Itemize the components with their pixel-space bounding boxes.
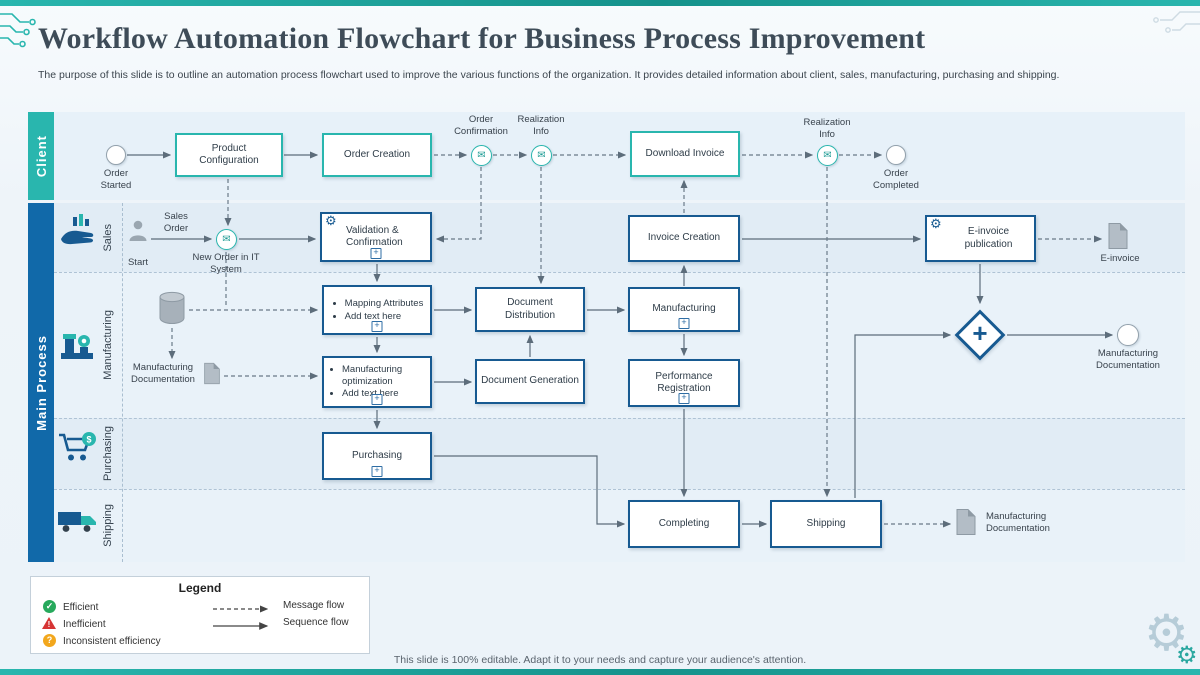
order-confirmation-label: Order Confirmation bbox=[454, 114, 508, 137]
sales-sublane-label: Sales bbox=[102, 223, 114, 252]
client-lane-bar: Client bbox=[28, 112, 54, 200]
new-order-label: New Order in IT System bbox=[192, 252, 260, 275]
plus-icon: + bbox=[370, 248, 382, 259]
slide-description: The purpose of this slide is to outline … bbox=[38, 69, 1060, 81]
order-creation-box: Order Creation bbox=[322, 133, 432, 177]
main-process-lane-label: Main Process bbox=[33, 334, 49, 431]
main-process-lane-bar: Main Process bbox=[28, 203, 54, 562]
inefficient-warning-icon: ! bbox=[42, 617, 56, 629]
documentation-file-icon bbox=[204, 362, 220, 385]
database-icon bbox=[159, 291, 185, 325]
plus-icon: + bbox=[371, 466, 383, 477]
sales-order-label: Sales Order bbox=[163, 211, 189, 234]
document-generation-box: Document Generation bbox=[475, 359, 585, 404]
lane-divider bbox=[54, 272, 1185, 273]
plus-icon: + bbox=[371, 321, 383, 332]
order-started-label: Order Started bbox=[100, 168, 132, 191]
invoice-creation-box: Invoice Creation bbox=[628, 215, 740, 262]
sequence-flow-label: Sequence flow bbox=[283, 617, 349, 628]
gear-decoration-small-icon: ⚙ bbox=[1176, 642, 1198, 669]
document-distribution-box: Document Distribution bbox=[475, 287, 585, 332]
shipping-lane-icon bbox=[58, 512, 96, 532]
gear-decoration-icon: ⚙ bbox=[1144, 605, 1189, 661]
icon-column-divider bbox=[122, 203, 123, 562]
manufacturing-documentation-label: Manufacturing Documentation bbox=[131, 362, 195, 385]
einvoice-document-icon bbox=[1108, 223, 1128, 249]
sequence-flow-sample-arrow bbox=[213, 622, 269, 630]
order-completed-label: Order Completed bbox=[873, 168, 919, 191]
end-documentation-label: Manufacturing Documentation bbox=[1096, 348, 1160, 371]
shipping-box: Shipping bbox=[770, 500, 882, 548]
realization-info-2-label: Realization Info bbox=[803, 117, 851, 140]
plus-icon: + bbox=[678, 318, 690, 329]
einvoice-label: E-invoice bbox=[1100, 253, 1140, 264]
sales-person-icon bbox=[129, 220, 147, 241]
svg-text:$: $ bbox=[86, 435, 91, 445]
lane-divider bbox=[54, 489, 1185, 490]
mapping-attributes-box: Mapping Attributes Add text here + bbox=[322, 285, 432, 335]
order-completed-node bbox=[886, 145, 906, 165]
purchasing-lane-icon: $ bbox=[59, 432, 96, 461]
manufacturing-box: Manufacturing + bbox=[628, 287, 740, 332]
product-configuration-box: Product Configuration bbox=[175, 133, 283, 177]
download-invoice-box: Download Invoice bbox=[630, 131, 740, 177]
shipping-documentation-label: Manufacturing Documentation bbox=[986, 511, 1050, 534]
manufacturing-sublane-label: Manufacturing bbox=[102, 310, 114, 380]
order-started-node bbox=[106, 145, 126, 165]
validation-confirmation-box: ⚙ Validation & Confirmation + bbox=[320, 212, 432, 262]
manufacturing-lane-icon bbox=[61, 334, 93, 359]
order-confirmation-envelope-icon: ✉ bbox=[471, 145, 492, 166]
efficient-label: Efficient bbox=[63, 602, 99, 613]
efficient-check-icon: ✓ bbox=[43, 600, 56, 613]
shipping-document-icon bbox=[956, 509, 976, 535]
legend-title: Legend bbox=[178, 581, 222, 595]
realization-info-label: Realization Info bbox=[517, 114, 565, 137]
sales-lane-icon bbox=[61, 214, 94, 245]
top-accent-bar bbox=[0, 0, 1200, 6]
message-flow-sample-arrow bbox=[213, 605, 269, 613]
circuit-decoration-right-icon bbox=[1153, 11, 1200, 33]
inconsistent-label: Inconsistent efficiency bbox=[63, 636, 161, 647]
legend-panel: Legend ✓ Efficient ! Inefficient ? Incon… bbox=[30, 576, 370, 654]
lane-purchasing-row bbox=[54, 418, 1185, 489]
purchasing-box: Purchasing + bbox=[322, 432, 432, 480]
shipping-sublane-label: Shipping bbox=[102, 504, 114, 547]
realization-info-envelope-icon: ✉ bbox=[531, 145, 552, 166]
message-flow-label: Message flow bbox=[283, 600, 345, 611]
start-label: Start bbox=[127, 257, 149, 268]
plus-icon: + bbox=[678, 393, 690, 404]
lane-manufacturing-row bbox=[54, 272, 1185, 418]
lane-divider bbox=[54, 418, 1185, 419]
performance-registration-box: Performance Registration + bbox=[628, 359, 740, 407]
bottom-accent-bar bbox=[0, 669, 1200, 675]
circuit-decoration-icon bbox=[0, 13, 36, 48]
gear-icon: ⚙ bbox=[930, 216, 942, 231]
client-lane-label: Client bbox=[33, 134, 49, 178]
inconsistent-question-icon: ? bbox=[43, 634, 56, 647]
einvoice-publication-box: ⚙ E-invoice publication bbox=[925, 215, 1036, 262]
manufacturing-optimization-box: Manufacturing optimization Add text here… bbox=[322, 356, 432, 408]
new-order-envelope-icon: ✉ bbox=[216, 229, 237, 250]
realization-info-2-envelope-icon: ✉ bbox=[817, 145, 838, 166]
gateway-plus-icon: + bbox=[972, 317, 988, 348]
purchasing-sublane-label: Purchasing bbox=[102, 425, 114, 482]
end-documentation-node bbox=[1117, 324, 1139, 346]
footer-note: This slide is 100% editable. Adapt it to… bbox=[393, 654, 807, 666]
completing-box: Completing bbox=[628, 500, 740, 548]
inefficient-label: Inefficient bbox=[63, 619, 106, 630]
page-title: Workflow Automation Flowchart for Busine… bbox=[38, 22, 926, 55]
gear-icon: ⚙ bbox=[325, 213, 337, 228]
plus-icon: + bbox=[371, 394, 383, 405]
